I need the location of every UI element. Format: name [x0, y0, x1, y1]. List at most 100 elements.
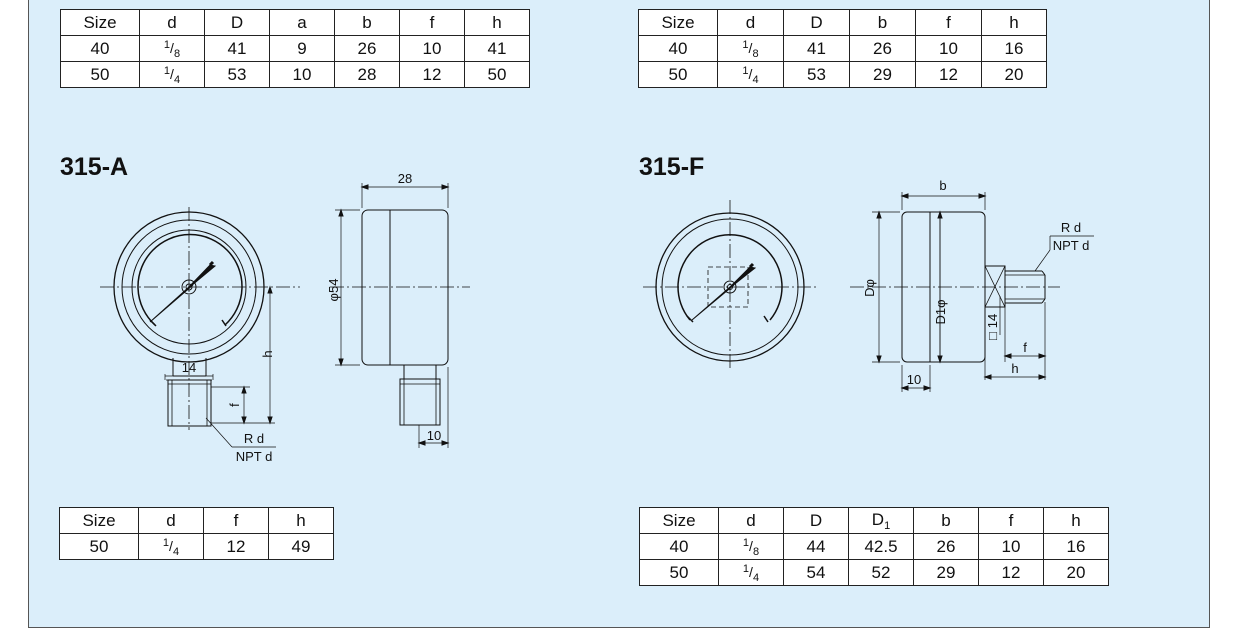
fraction-text: 1/8 — [742, 38, 759, 60]
table-cell: 10 — [978, 533, 1044, 560]
dim-h-a: h — [260, 350, 275, 357]
header-cell: D — [783, 507, 849, 534]
fraction-text: 1/4 — [742, 64, 759, 86]
header-D1: D1 — [871, 509, 891, 532]
table-cell: 42.5 — [848, 533, 914, 560]
dim-h-f: h — [1011, 361, 1018, 376]
table-bottom-left: Size d f h 50 1/4 12 49 — [59, 507, 334, 560]
table-cell: 20 — [1043, 559, 1109, 586]
table-header-row: Size d f h — [59, 507, 334, 534]
gauge-a-front — [100, 207, 300, 448]
dim-ten-f: 10 — [907, 372, 921, 387]
label-rd-a: R d — [244, 431, 264, 446]
table-cell: 12 — [203, 533, 269, 560]
table-cell: 50 — [639, 559, 719, 586]
header-cell: h — [464, 9, 530, 36]
dim-hex-f: 14 — [985, 314, 1000, 328]
gauge-a-side — [330, 183, 470, 448]
table-cell: 10 — [269, 61, 335, 88]
header-cell: Size — [60, 9, 140, 36]
table-cell: 26 — [913, 533, 979, 560]
dim-D-f: Dφ — [862, 279, 877, 297]
table-row: 50 1/4 53 10 28 12 50 — [60, 61, 530, 88]
table-top-left: Size d D a b f h 40 1/8 41 9 26 10 41 50… — [60, 9, 530, 88]
gauge-f-side — [850, 192, 1094, 392]
table-cell: 28 — [334, 61, 400, 88]
table-cell: 12 — [399, 61, 465, 88]
label-npt-f: NPT d — [1053, 238, 1090, 253]
table-cell: 54 — [783, 559, 849, 586]
dim-depth-a: 10 — [427, 428, 441, 443]
label-npt-a: NPT d — [236, 449, 273, 464]
table-row: 50 1/4 53 29 12 20 — [638, 61, 1047, 88]
table-cell-fraction: 1/4 — [718, 559, 784, 586]
model-a-title: 315-A — [60, 153, 129, 181]
dim-b-f: b — [939, 178, 946, 193]
header-cell: Size — [638, 9, 718, 36]
header-cell: Size — [59, 507, 139, 534]
table-cell: 53 — [204, 61, 270, 88]
table-row: 50 1/4 12 49 — [59, 533, 334, 560]
table-cell: 53 — [783, 61, 850, 88]
table-cell: 44 — [783, 533, 849, 560]
fraction-text: 1/8 — [742, 536, 760, 558]
table-cell: 20 — [981, 61, 1047, 88]
fraction-text: 1/4 — [163, 64, 181, 86]
dim-width-a: 28 — [398, 171, 412, 186]
model-f-title: 315-F — [639, 153, 705, 181]
table-header-row: Size d D D1 b f h — [639, 507, 1109, 534]
table-header-row: Size d D b f h — [638, 9, 1047, 36]
gauge-f-front — [643, 200, 818, 370]
table-row: 40 1/8 41 9 26 10 41 — [60, 35, 530, 62]
table-bottom-right: Size d D D1 b f h 40 1/8 44 42.5 26 10 1… — [639, 507, 1109, 586]
table-cell: 12 — [978, 559, 1044, 586]
dim-hex-a: 14 — [182, 360, 196, 375]
dim-f-f: f — [1023, 340, 1027, 355]
fraction-text: 1/4 — [162, 536, 180, 558]
dim-f-a: f — [227, 403, 242, 407]
dim-diameter-a: φ54 — [326, 279, 341, 302]
header-cell: f — [203, 507, 269, 534]
header-cell: b — [913, 507, 979, 534]
table-cell: 16 — [1043, 533, 1109, 560]
table-cell: 12 — [915, 61, 982, 88]
table-cell-fraction: 1/4 — [139, 61, 205, 88]
header-cell: h — [1043, 507, 1109, 534]
square-symbol: □ — [989, 328, 997, 343]
header-cell: h — [981, 9, 1047, 36]
header-cell: b — [849, 9, 916, 36]
table-cell: 50 — [60, 61, 140, 88]
table-cell: 50 — [638, 61, 718, 88]
table-cell: 50 — [59, 533, 139, 560]
fraction-text: 1/4 — [742, 562, 760, 584]
header-cell: Size — [639, 507, 719, 534]
table-row: 50 1/4 54 52 29 12 20 — [639, 559, 1109, 586]
table-cell: 29 — [913, 559, 979, 586]
header-cell: D1 — [848, 507, 914, 534]
table-top-right: Size d D b f h 40 1/8 41 26 10 16 50 1/4… — [638, 9, 1047, 88]
dim-D1-f: D1φ — [933, 299, 948, 324]
table-header-row: Size d D a b f h — [60, 9, 530, 36]
table-cell: 49 — [268, 533, 334, 560]
label-rd-f: R d — [1061, 220, 1081, 235]
header-cell: d — [717, 9, 784, 36]
table-cell-fraction: 1/4 — [138, 533, 204, 560]
header-cell: h — [268, 507, 334, 534]
header-cell: d — [138, 507, 204, 534]
table-cell-fraction: 1/8 — [717, 35, 784, 62]
table-row: 40 1/8 44 42.5 26 10 16 — [639, 533, 1109, 560]
table-cell: 50 — [464, 61, 530, 88]
table-cell-fraction: 1/8 — [139, 35, 205, 62]
table-cell: 10 — [915, 35, 982, 62]
header-cell: f — [978, 507, 1044, 534]
fraction-text: 1/8 — [163, 38, 181, 60]
table-cell: 29 — [849, 61, 916, 88]
table-cell: 52 — [848, 559, 914, 586]
header-cell: d — [718, 507, 784, 534]
table-cell: 40 — [639, 533, 719, 560]
table-cell-fraction: 1/4 — [717, 61, 784, 88]
table-cell: 40 — [60, 35, 140, 62]
table-cell: 41 — [204, 35, 270, 62]
table-cell-fraction: 1/8 — [718, 533, 784, 560]
